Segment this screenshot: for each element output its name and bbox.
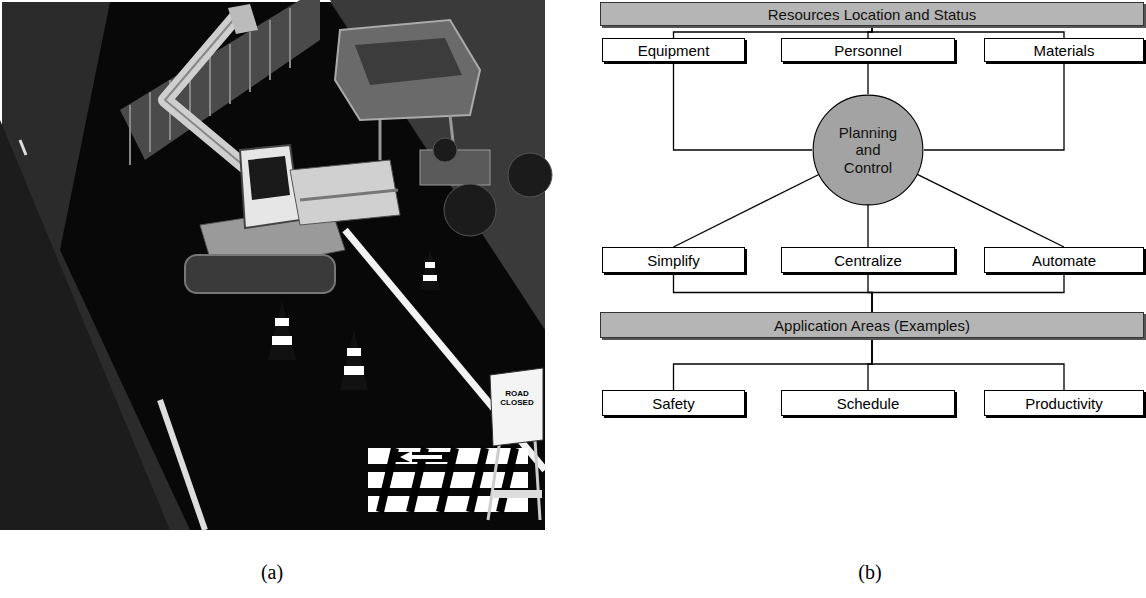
connector-line bbox=[674, 62, 813, 150]
traffic-cones bbox=[420, 250, 440, 290]
node-text: Application Areas (Examples) bbox=[774, 317, 970, 334]
application-box: Safety bbox=[602, 390, 745, 416]
strategy-box: Automate bbox=[984, 247, 1144, 273]
fence bbox=[229, 44, 231, 104]
traffic-cones bbox=[272, 336, 292, 345]
header-band: Resources Location and Status bbox=[600, 2, 1144, 26]
application-box: Schedule bbox=[781, 390, 955, 416]
road bbox=[60, 2, 545, 530]
road bbox=[20, 2, 545, 530]
traffic-cones bbox=[268, 300, 296, 360]
node-text: Centralize bbox=[834, 252, 902, 269]
hopper-truck bbox=[335, 20, 480, 120]
resource-box: Materials bbox=[984, 38, 1144, 62]
traffic-cones bbox=[423, 275, 437, 281]
node-text: Productivity bbox=[1025, 395, 1103, 412]
barricade bbox=[500, 448, 515, 512]
fence bbox=[269, 20, 271, 80]
barricade bbox=[380, 448, 395, 512]
strategy-box: Centralize bbox=[781, 247, 955, 273]
road-sign bbox=[535, 440, 540, 520]
traffic-cones bbox=[344, 366, 364, 375]
resource-box: Personnel bbox=[781, 38, 955, 62]
node-text: Schedule bbox=[837, 395, 900, 412]
connector-line bbox=[924, 62, 1064, 150]
connector-line bbox=[674, 273, 873, 312]
road bbox=[20, 140, 26, 155]
traffic-cones bbox=[268, 250, 440, 390]
road-sign bbox=[488, 440, 500, 520]
strategy-box: Simplify bbox=[602, 247, 745, 273]
road-sign bbox=[488, 368, 543, 520]
connector-line bbox=[872, 26, 1064, 38]
excavator bbox=[248, 156, 290, 200]
excavator bbox=[165, 4, 400, 293]
trees bbox=[433, 138, 457, 162]
excavator bbox=[290, 160, 400, 225]
node-text: Personnel bbox=[834, 42, 902, 59]
fence bbox=[129, 105, 131, 165]
road-sign bbox=[492, 490, 542, 498]
hopper-truck bbox=[355, 38, 462, 85]
panel-label: (b) bbox=[840, 561, 900, 584]
traffic-cones bbox=[340, 330, 368, 390]
excavator bbox=[240, 145, 300, 228]
fence bbox=[149, 92, 151, 152]
barricade bbox=[470, 448, 485, 512]
resource-box: Equipment bbox=[602, 38, 745, 62]
hopper-truck bbox=[335, 20, 490, 185]
connector-line bbox=[872, 273, 1064, 312]
circle-shape bbox=[813, 95, 923, 205]
excavator bbox=[228, 4, 258, 34]
barricade bbox=[368, 448, 528, 512]
barricade bbox=[400, 451, 412, 463]
hub-circle: Planning and Control bbox=[812, 94, 924, 206]
connector-line bbox=[867, 205, 868, 247]
node-text: Equipment bbox=[638, 42, 710, 59]
connector-line bbox=[674, 26, 873, 38]
fence bbox=[209, 56, 211, 116]
connector-line bbox=[674, 175, 819, 248]
node-text: Resources Location and Status bbox=[768, 6, 976, 23]
road-sign bbox=[490, 368, 543, 446]
traffic-cones bbox=[347, 348, 361, 356]
fence bbox=[120, 0, 320, 160]
fence bbox=[249, 32, 251, 92]
trees bbox=[433, 138, 552, 236]
traffic-cones bbox=[425, 262, 435, 268]
traffic-cones bbox=[275, 318, 289, 326]
application-box: Productivity bbox=[984, 390, 1144, 416]
excavator bbox=[300, 190, 398, 200]
node-text: Automate bbox=[1032, 252, 1096, 269]
hopper-truck bbox=[379, 120, 382, 160]
barricade bbox=[412, 455, 442, 459]
connector-line bbox=[917, 174, 1064, 247]
barricade bbox=[395, 452, 450, 462]
road bbox=[345, 230, 545, 470]
scene-ground bbox=[0, 0, 545, 530]
node-text: Safety bbox=[652, 395, 695, 412]
node-text: Planning and Control bbox=[832, 124, 904, 176]
node-text: Materials bbox=[1034, 42, 1095, 59]
connector-line bbox=[867, 62, 868, 94]
connector-line bbox=[674, 338, 873, 390]
sign-text: ROAD CLOSED bbox=[494, 390, 540, 408]
node-text: Simplify bbox=[647, 252, 700, 269]
road bbox=[160, 400, 205, 530]
trees bbox=[508, 153, 552, 197]
fence bbox=[289, 8, 291, 68]
header-band: Application Areas (Examples) bbox=[600, 312, 1144, 338]
excavator bbox=[185, 255, 335, 293]
panel-label: (a) bbox=[242, 561, 302, 584]
connector-line bbox=[872, 338, 1064, 390]
trees bbox=[444, 184, 496, 236]
